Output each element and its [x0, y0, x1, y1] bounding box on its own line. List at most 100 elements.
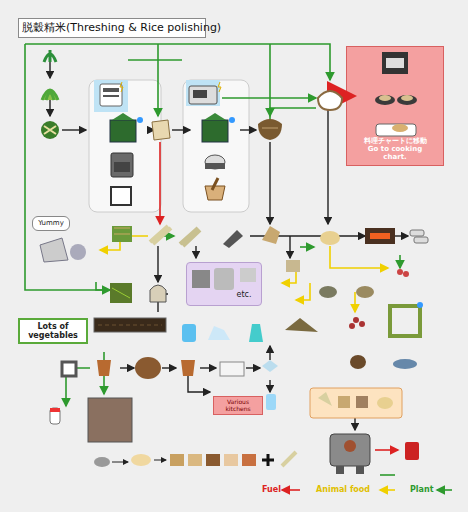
animal-icon: [150, 285, 166, 302]
machine-panel: [89, 80, 161, 212]
flow-arrow: [354, 418, 355, 430]
animal-icon: [403, 271, 409, 277]
plant-arrow: [380, 474, 395, 476]
flow-arrow: [162, 367, 176, 368]
bread-icon: [242, 454, 256, 466]
straw-icon: [112, 226, 132, 242]
grain-icon: [262, 128, 278, 129]
speech-bubble: Yummy: [32, 216, 70, 231]
animal-icon: [359, 321, 365, 327]
legend-sample: [380, 489, 395, 491]
bread-icon: [112, 462, 128, 463]
animal-icon: [390, 306, 420, 336]
machine-icon: [110, 120, 136, 142]
animal-icon: [112, 288, 130, 298]
straw-icon: [180, 228, 200, 246]
soil-icon: [50, 408, 60, 412]
soil-icon: [62, 362, 76, 376]
bread-icon: [131, 454, 151, 466]
animal-icon: [393, 359, 417, 369]
animal-food-arrow: [100, 236, 148, 250]
plant-arrow: [222, 97, 316, 99]
bread-icon: [206, 454, 220, 466]
flow-arrow: [240, 129, 256, 130]
animal-food-arrow: [354, 292, 356, 312]
machine-icon: [204, 113, 226, 120]
straw-icon: [320, 231, 340, 245]
mill-icon: [356, 466, 364, 474]
machine-icon: [229, 117, 235, 123]
animal-icon: [40, 238, 423, 369]
bread-icon: [262, 454, 274, 466]
machine-icon: [205, 163, 225, 169]
soil-icon: [94, 318, 166, 332]
link-box: 料理チャートに移動 Go to cooking chart.: [346, 46, 444, 166]
plant-icon: [44, 126, 56, 134]
flow-arrow: [246, 367, 260, 368]
machine-icon: [218, 82, 221, 92]
legend-sample: [437, 489, 452, 491]
machine-panel: [183, 80, 249, 212]
plant-arrow: [96, 282, 110, 290]
machine-icon: [100, 84, 122, 106]
straw-icon: [262, 226, 280, 244]
soil-icon: [98, 325, 162, 326]
flow-arrow: [49, 62, 50, 78]
flow-arrow: [172, 129, 190, 130]
plant-icon: [41, 50, 59, 139]
group-box: etc.: [186, 262, 262, 306]
animal-icon: [286, 260, 300, 272]
machine-icon: [205, 155, 225, 169]
plant-arrow: [25, 44, 400, 475]
machine-icon: [103, 95, 119, 97]
machine-icon: [103, 88, 119, 92]
fuel-arrow: [160, 142, 398, 450]
bread-icon: [154, 460, 166, 461]
soil-icon: [50, 408, 60, 424]
machine-icon: [189, 86, 217, 104]
straw-icon: [414, 237, 428, 243]
plant-arrow: [399, 255, 401, 268]
animal-icon: [356, 286, 374, 298]
flow-arrow: [250, 235, 365, 236]
animal-icon: [110, 283, 132, 303]
flow-arrow: [289, 236, 290, 258]
mill-icon: [356, 396, 368, 408]
machine-icon: [111, 187, 131, 205]
straw-icon: [150, 226, 171, 244]
bread-icon: [170, 454, 184, 466]
animal-icon: [285, 318, 318, 332]
animal-icon: [319, 286, 337, 298]
machine-icon: [111, 153, 133, 177]
legend-text: Plant: [410, 485, 434, 494]
plant-arrow: [270, 108, 316, 120]
soil-icon: [182, 324, 196, 342]
soil-icon: [266, 394, 276, 410]
machine-icon: [120, 82, 123, 92]
grain-icon: [258, 119, 282, 140]
machine-icon: [100, 82, 235, 205]
plant-arrow: [66, 368, 90, 406]
animal-food-arrow: [330, 246, 388, 268]
machine-icon: [205, 186, 225, 200]
soil-icon: [208, 326, 230, 340]
straw-icon: [114, 228, 130, 234]
straw-icon: [410, 230, 424, 236]
mill-icon: [405, 442, 419, 460]
grain-icon: [318, 91, 342, 110]
flow-arrow: [120, 367, 134, 368]
node-text: 料理チャートに移動 Go to cooking chart.: [360, 137, 430, 161]
machine-panel: [94, 80, 128, 112]
flow-arrow: [195, 246, 196, 258]
legend-text: Animal food: [316, 485, 370, 494]
flow-arrow: [188, 376, 210, 392]
plant-arrow: [300, 246, 314, 248]
animal-icon: [397, 269, 403, 275]
animal-icon: [353, 317, 359, 323]
node-text: etc.: [229, 290, 259, 299]
bread-icon: [282, 452, 296, 466]
plant-arrow: [25, 44, 330, 80]
soil-icon: [249, 324, 263, 342]
flow-arrow: [269, 346, 270, 360]
